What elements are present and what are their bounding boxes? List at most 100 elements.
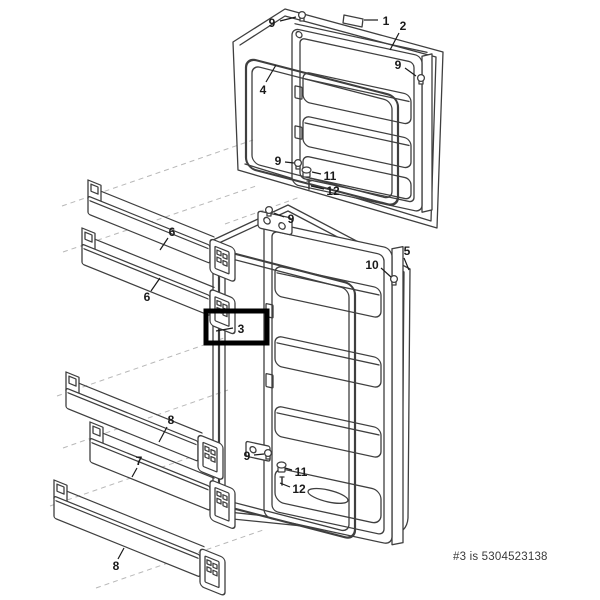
- callout-label-6: 6: [169, 225, 176, 239]
- pin-icon: [306, 180, 312, 190]
- screw-icon: [416, 73, 426, 85]
- door-shelf-bar: [274, 336, 382, 388]
- bin-back-rim: [102, 432, 215, 479]
- bin-rail-rim: [89, 200, 209, 250]
- shelf-bar-rim: [276, 412, 380, 436]
- gasket-inner: [251, 66, 393, 199]
- callout-label-6: 6: [144, 290, 151, 304]
- callout-leader: [117, 547, 125, 560]
- fasteners-layer: [263, 10, 426, 486]
- door-shelf-bar: [302, 116, 412, 169]
- callout-leader: [215, 327, 234, 332]
- gasket-outer: [217, 250, 357, 539]
- callout-leader: [150, 277, 161, 292]
- shelf-bar-rim: [304, 78, 410, 103]
- bin-vent: [216, 256, 222, 264]
- callout-leader: [403, 257, 410, 271]
- bin-vent: [204, 445, 210, 453]
- callout-label-10: 10: [365, 258, 379, 272]
- panel-inner-line: [239, 15, 437, 222]
- freezer-door-back-panel: [232, 8, 444, 229]
- bin-cap-panel: [202, 441, 218, 473]
- door-bottom-trough: [274, 468, 382, 524]
- bin-vent: [216, 497, 222, 505]
- callout-leader: [389, 32, 400, 51]
- bin-vent: [204, 452, 210, 460]
- callout-label-7: 7: [136, 454, 143, 468]
- bin-vent: [216, 299, 222, 307]
- callout-leader: [310, 185, 325, 190]
- bin-back-rim: [78, 382, 203, 434]
- callout-leader: [279, 482, 291, 488]
- screw-icon: [264, 205, 274, 217]
- callout-label-9: 9: [269, 16, 276, 30]
- door-front: [263, 221, 393, 544]
- callout-leader: [279, 16, 297, 22]
- projection-line: [61, 139, 254, 207]
- bin-rail-rim: [55, 500, 199, 559]
- callout-leader: [159, 237, 169, 251]
- gasket-outer: [244, 58, 400, 206]
- freezer-door-gasket: [244, 58, 400, 206]
- part-1-nameplate: [342, 14, 364, 28]
- latch-tab: [294, 125, 303, 140]
- bin-vent: [216, 249, 222, 257]
- callout-label-9: 9: [244, 449, 251, 463]
- callout-leader: [273, 212, 285, 218]
- fresh-food-door-gasket: [217, 250, 357, 539]
- part-note: #3 is 5304523138: [453, 551, 548, 563]
- bin-notch: [92, 425, 101, 437]
- callout-leader: [380, 267, 392, 278]
- screw-icon: [389, 274, 399, 286]
- callout-label-12: 12: [292, 482, 306, 496]
- screw-icon: [293, 158, 303, 170]
- bin-rail-rim: [83, 248, 209, 300]
- bin-vent: [222, 252, 228, 260]
- bin-back-rim: [94, 238, 215, 289]
- callout-label-9: 9: [395, 58, 402, 72]
- callout-label-3: 3: [238, 322, 245, 336]
- hinge-hole: [278, 222, 286, 230]
- bin-notch: [84, 231, 93, 243]
- door-edge-face: [391, 245, 404, 546]
- part-3-highlight-box: [203, 308, 270, 346]
- bin-cap-panel: [204, 555, 220, 589]
- callout-label-2: 2: [400, 19, 407, 33]
- shelf-bar-rim: [276, 342, 380, 366]
- bin-vent: [222, 501, 228, 509]
- door-top-edge: [294, 23, 428, 53]
- screw-icon: [297, 10, 307, 22]
- bin-vent: [212, 569, 218, 577]
- projection-line: [224, 196, 301, 225]
- hinge-hole: [263, 216, 271, 225]
- callout-label-12: 12: [326, 184, 340, 198]
- trough-recess: [307, 487, 349, 504]
- bin-vent: [206, 566, 212, 574]
- bin-vent: [210, 455, 216, 463]
- bin-cap-panel: [214, 245, 230, 275]
- callout-leader: [253, 453, 265, 456]
- callout-label-11: 11: [324, 169, 337, 183]
- plug-icon: [276, 461, 287, 473]
- bin-vent: [206, 559, 212, 567]
- callout-label-9: 9: [288, 212, 295, 226]
- bin-back-rim: [66, 490, 205, 548]
- callout-leader: [404, 67, 417, 77]
- door-bin-8-upper: [65, 371, 224, 480]
- bin-front-rail: [65, 387, 199, 462]
- callout-leader: [158, 426, 168, 443]
- door-bottom-trough: [302, 156, 412, 200]
- bin-cap-panel: [214, 487, 230, 522]
- callout-label-8: 8: [168, 413, 175, 427]
- bin-vent: [222, 259, 228, 267]
- plug-icon: [301, 166, 312, 178]
- bin-back-rim: [100, 190, 215, 238]
- door-bin-6-upper: [87, 179, 236, 282]
- callout-label-11: 11: [295, 465, 308, 479]
- callout-label-4: 4: [260, 83, 267, 97]
- callout-label-8: 8: [113, 559, 120, 573]
- callout-leader: [311, 171, 322, 175]
